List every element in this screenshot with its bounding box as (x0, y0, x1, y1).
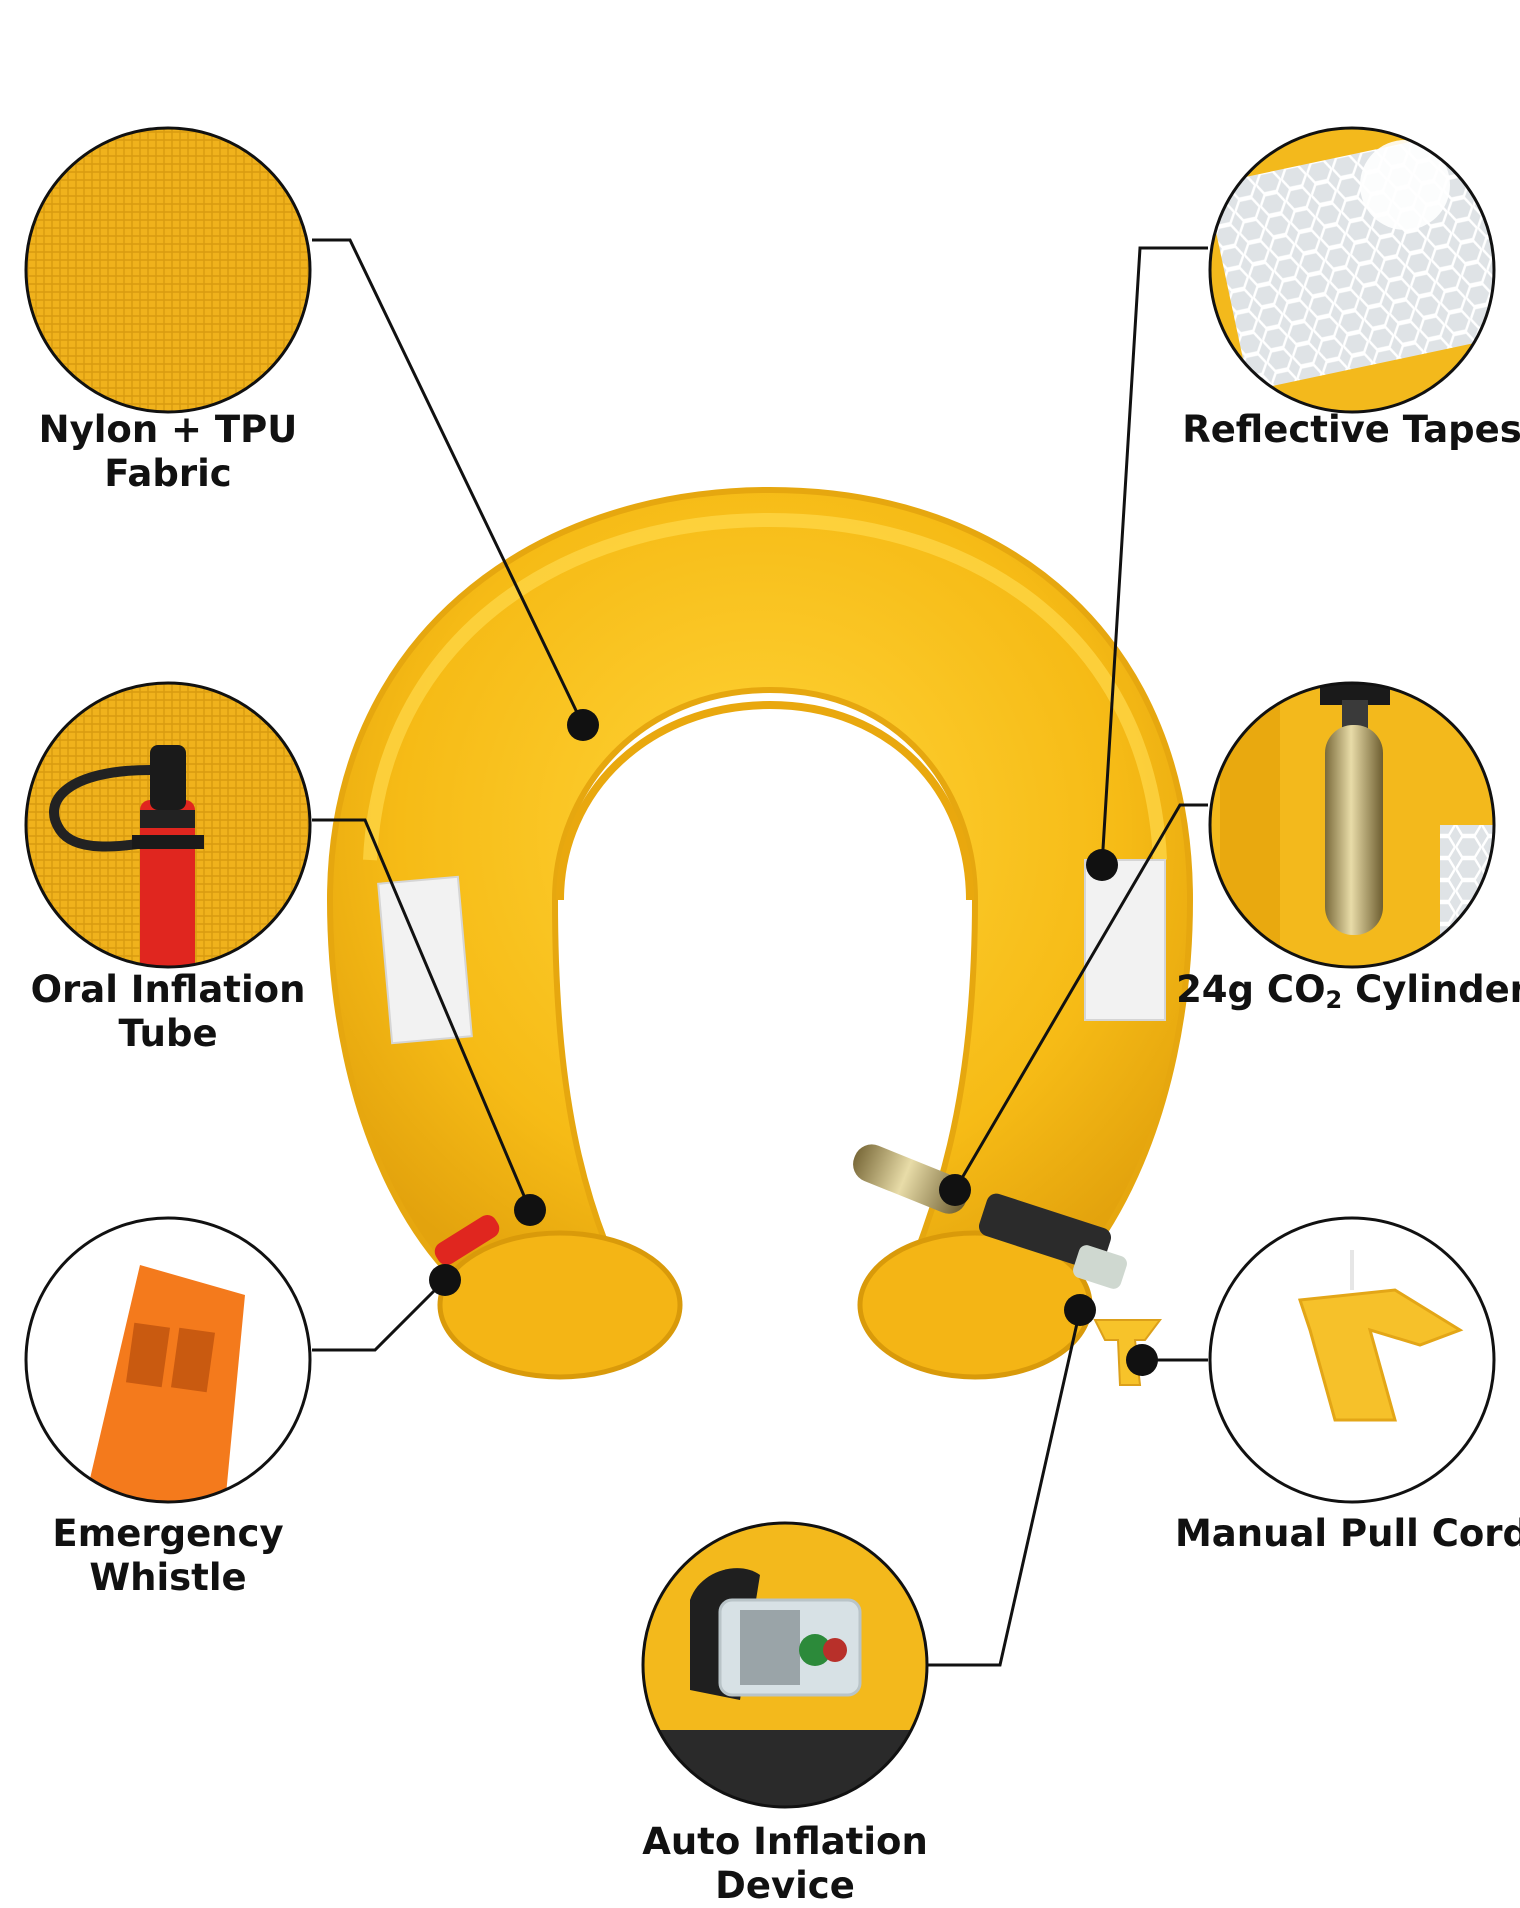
co2-cylinder-icon (1208, 681, 1496, 969)
ring-pull-handle (1093, 1319, 1162, 1386)
label-nylon-line-1: Nylon + TPU (38, 408, 298, 451)
fabric-swatch-icon (24, 126, 312, 414)
label-co2-sub: 2 (1325, 986, 1343, 1014)
leader-dots (429, 709, 1158, 1376)
auto-inflator-icon (641, 1521, 929, 1809)
label-oral-line-2: Tube (118, 1012, 218, 1055)
horseshoe-buoy (326, 486, 1194, 1386)
pull-handle-icon (1208, 1216, 1496, 1504)
label-auto-text: Auto Inflation Device (642, 1820, 928, 1907)
label-oral-line-1: Oral Inflation (30, 968, 306, 1011)
label-nylon-tpu-fabric: Nylon + TPU Fabric (0, 408, 348, 496)
label-pull-cord-text: Manual Pull Cord (1174, 1512, 1520, 1555)
label-whistle-line-2: Whistle (89, 1556, 247, 1599)
ring-co2-cylinder (853, 1144, 968, 1214)
label-co2-post: Cylinder (1342, 968, 1520, 1011)
label-reflective-tapes: Reflective Tapes (1172, 408, 1520, 452)
label-oral-inflation-tube: Oral Inflation Tube (0, 968, 348, 1056)
ring-reflective-tape-right (1084, 859, 1166, 1021)
reflective-tape-icon (1208, 126, 1496, 414)
label-emergency-whistle: Emergency Whistle (0, 1512, 348, 1600)
ring-auto-inflator (978, 1193, 1112, 1271)
label-co2-pre: 24g CO (1176, 968, 1326, 1011)
whistle-icon (24, 1216, 312, 1504)
label-nylon-line-2: Fabric (104, 452, 232, 495)
label-reflective-text: Reflective Tapes (1182, 408, 1520, 451)
ring-oral-tube (434, 1215, 500, 1265)
label-manual-pull-cord: Manual Pull Cord (1172, 1512, 1520, 1556)
leader-lines (312, 238, 1208, 1667)
label-co2-cylinder: 24g CO2 Cylinder (1172, 968, 1520, 1016)
label-auto-inflation-device: Auto Inflation Device (575, 1820, 995, 1908)
oral-tube-icon (24, 681, 312, 969)
left-cuff (437, 1230, 683, 1380)
label-whistle-line-1: Emergency (52, 1512, 284, 1555)
